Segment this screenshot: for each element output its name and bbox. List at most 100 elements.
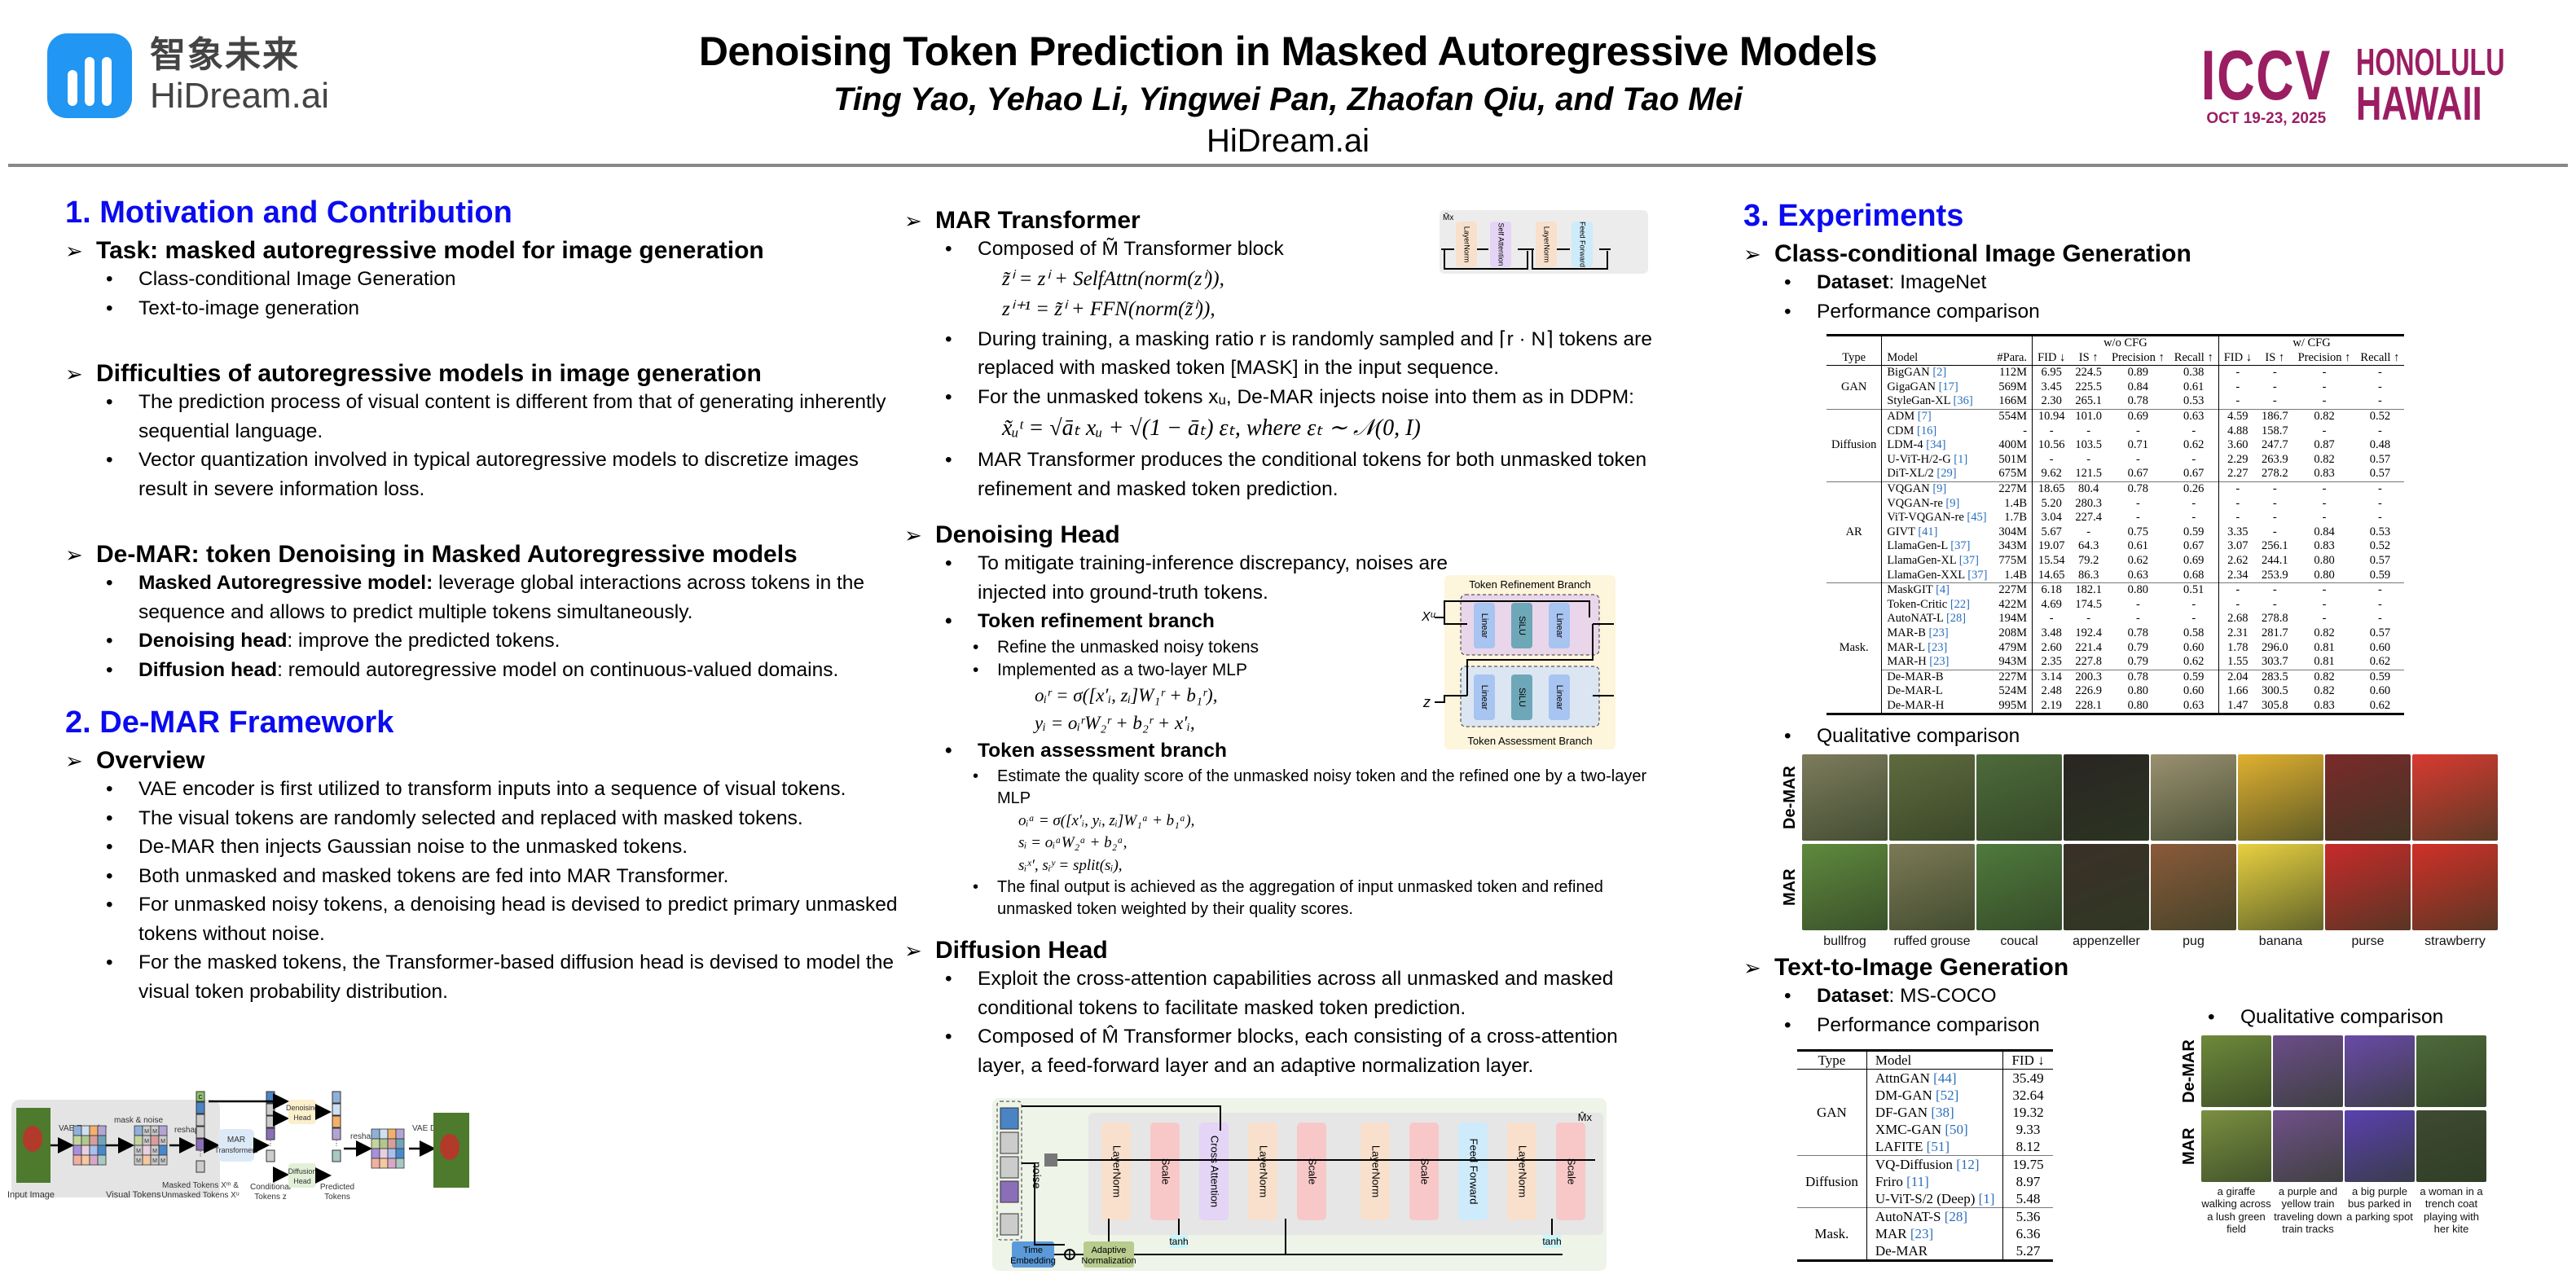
value-cell: - xyxy=(2272,394,2277,408)
svg-text:C: C xyxy=(198,1095,202,1101)
model-cell: MAR-L [23] xyxy=(1887,640,1948,654)
denoising-head-box xyxy=(288,1100,316,1124)
sample-caption: strawberry xyxy=(2424,934,2486,948)
value-cell: 569M xyxy=(1992,380,2033,395)
equation-ffn: zⁱ⁺¹ = z̃ⁱ + FFN(norm(z̃ⁱ)), xyxy=(1002,298,1215,321)
value-cell: - xyxy=(2218,582,2257,598)
value-cell: 0.52 xyxy=(2355,408,2405,424)
value-cell: 6.18 xyxy=(2032,582,2071,598)
value-cell: 0.67 xyxy=(2169,467,2219,482)
value-cell: 300.5 xyxy=(2261,684,2288,698)
value-cell: 224.5 xyxy=(2075,366,2102,380)
svg-text:Linear: Linear xyxy=(1554,613,1564,639)
list-item: Implemented as a two-layer MLP xyxy=(969,659,1670,683)
section-title-framework: 2. De-MAR Framework xyxy=(65,705,394,740)
value-cell: 0.80 xyxy=(2314,553,2335,567)
model-cell: U-ViT-H/2-G [1] xyxy=(1887,452,1968,466)
table-row: U-ViT-S/2 (Deep) [1]5.48 xyxy=(1797,1190,2053,1208)
token-cell xyxy=(97,1154,107,1166)
value-cell: 422M xyxy=(1992,597,2033,613)
value-cell: 103.5 xyxy=(2075,438,2102,452)
svg-text:SiLU: SiLU xyxy=(1517,616,1527,635)
value-cell: - xyxy=(2235,496,2240,510)
output-tokens-grid xyxy=(371,1128,405,1169)
sample-caption: bullfrog xyxy=(1823,934,1866,948)
value-cell: 0.61 xyxy=(2169,380,2219,395)
value-cell: 4.88 xyxy=(2227,424,2249,437)
value-cell: 305.8 xyxy=(2261,698,2288,712)
value-cell: - xyxy=(2169,597,2219,613)
value-cell: 0.80 xyxy=(2314,568,2335,582)
value-cell: 995M xyxy=(1992,698,2033,714)
token-cell xyxy=(196,1160,205,1173)
transformer-layer-block xyxy=(1456,222,1477,267)
value-cell: 0.89 xyxy=(2127,366,2149,380)
value-cell: - xyxy=(2322,597,2327,611)
type-cell: AR xyxy=(1826,481,1883,583)
conference-dates: OCT 19-23, 2025 xyxy=(2206,109,2327,127)
value-cell: 0.80 xyxy=(2127,698,2149,712)
value-cell: - xyxy=(2322,612,2327,626)
fid-cell: 32.64 xyxy=(2012,1087,2044,1104)
value-cell: - xyxy=(2322,424,2327,437)
value-cell: 0.51 xyxy=(2169,582,2219,598)
token-cell xyxy=(387,1158,397,1169)
value-cell: 0.57 xyxy=(2369,553,2391,567)
model-cell: U-ViT-S/2 (Deep) [1] xyxy=(1866,1190,2004,1208)
value-cell: - xyxy=(2377,612,2382,626)
value-cell: - xyxy=(2377,394,2382,408)
subsection-diffusion-head: ➢Diffusion Head xyxy=(904,937,1108,964)
svg-text:M: M xyxy=(152,1129,157,1135)
svg-text:LayerNorm: LayerNorm xyxy=(1543,226,1551,263)
subsection-difficulties: ➢Difficulties of autoregressive models i… xyxy=(65,360,762,388)
section-title-experiments: 3. Experiments xyxy=(1743,199,1964,233)
mlp-layer-block xyxy=(1511,674,1532,720)
svg-text:Time: Time xyxy=(1023,1246,1043,1255)
model-cell: MaskGIT [4] xyxy=(1881,582,1993,598)
fid-cell: 19.32 xyxy=(2012,1105,2044,1121)
value-cell: 265.1 xyxy=(2075,394,2102,408)
value-cell: 15.54 xyxy=(2038,553,2065,567)
value-cell: 0.83 xyxy=(2314,467,2335,481)
predicted-tokens-label: Predicted xyxy=(320,1183,354,1192)
equation-self-attn: z̃ⁱ = zⁱ + SelfAttn(norm(zⁱ)), xyxy=(1002,267,1224,290)
model-cell: XMC-GAN [50] xyxy=(1866,1121,2004,1139)
arrow-bullet-icon: ➢ xyxy=(904,522,922,547)
value-cell: - xyxy=(2272,380,2277,393)
svg-text:Feed Forward: Feed Forward xyxy=(1468,1139,1480,1205)
value-cell: - xyxy=(2355,582,2405,598)
model-cell: ADM [7] xyxy=(1881,408,1993,424)
sample-image xyxy=(2325,754,2411,841)
token-cell xyxy=(266,1115,275,1128)
conditional-tokens-label: Conditional xyxy=(250,1183,291,1192)
token-sequence: C⋮ xyxy=(196,1091,205,1173)
value-cell: 283.5 xyxy=(2256,669,2293,685)
svg-text:M: M xyxy=(160,1158,165,1164)
token-cell xyxy=(395,1148,405,1159)
value-cell: 221.4 xyxy=(2075,640,2102,654)
value-cell: 227.8 xyxy=(2075,655,2102,669)
fid-cell: 19.75 xyxy=(2002,1155,2053,1174)
svg-text:M: M xyxy=(136,1158,141,1164)
token-cell xyxy=(73,1125,82,1136)
value-cell: 0.75 xyxy=(2127,525,2149,538)
value-cell: 554M xyxy=(1992,408,2033,424)
value-cell: 296.0 xyxy=(2261,640,2288,654)
arrow-bullet-icon: ➢ xyxy=(1743,955,1761,980)
sample-image xyxy=(1889,843,1975,930)
equation-ddpm-noise: x̃ᵤᵗ = √āₜ xᵤ + √(1 − āₜ) εₜ, where εₜ ∼… xyxy=(1002,415,1421,442)
svg-text:M: M xyxy=(152,1149,157,1154)
value-cell: - xyxy=(2377,366,2382,380)
column-3: 3. Experiments ➢Class-conditional Image … xyxy=(1743,199,2566,1263)
value-cell: 2.35 xyxy=(2041,655,2062,669)
sample-caption: a purple and yellow train traveling down… xyxy=(2274,1184,2342,1236)
conference-name: ICCV xyxy=(2200,37,2332,116)
svg-text:Tokens: Tokens xyxy=(324,1193,350,1202)
svg-text:SiLU: SiLU xyxy=(1517,688,1527,707)
model-cell: De-MAR-L xyxy=(1887,684,1943,698)
diffusion-layer-block xyxy=(1507,1123,1536,1220)
